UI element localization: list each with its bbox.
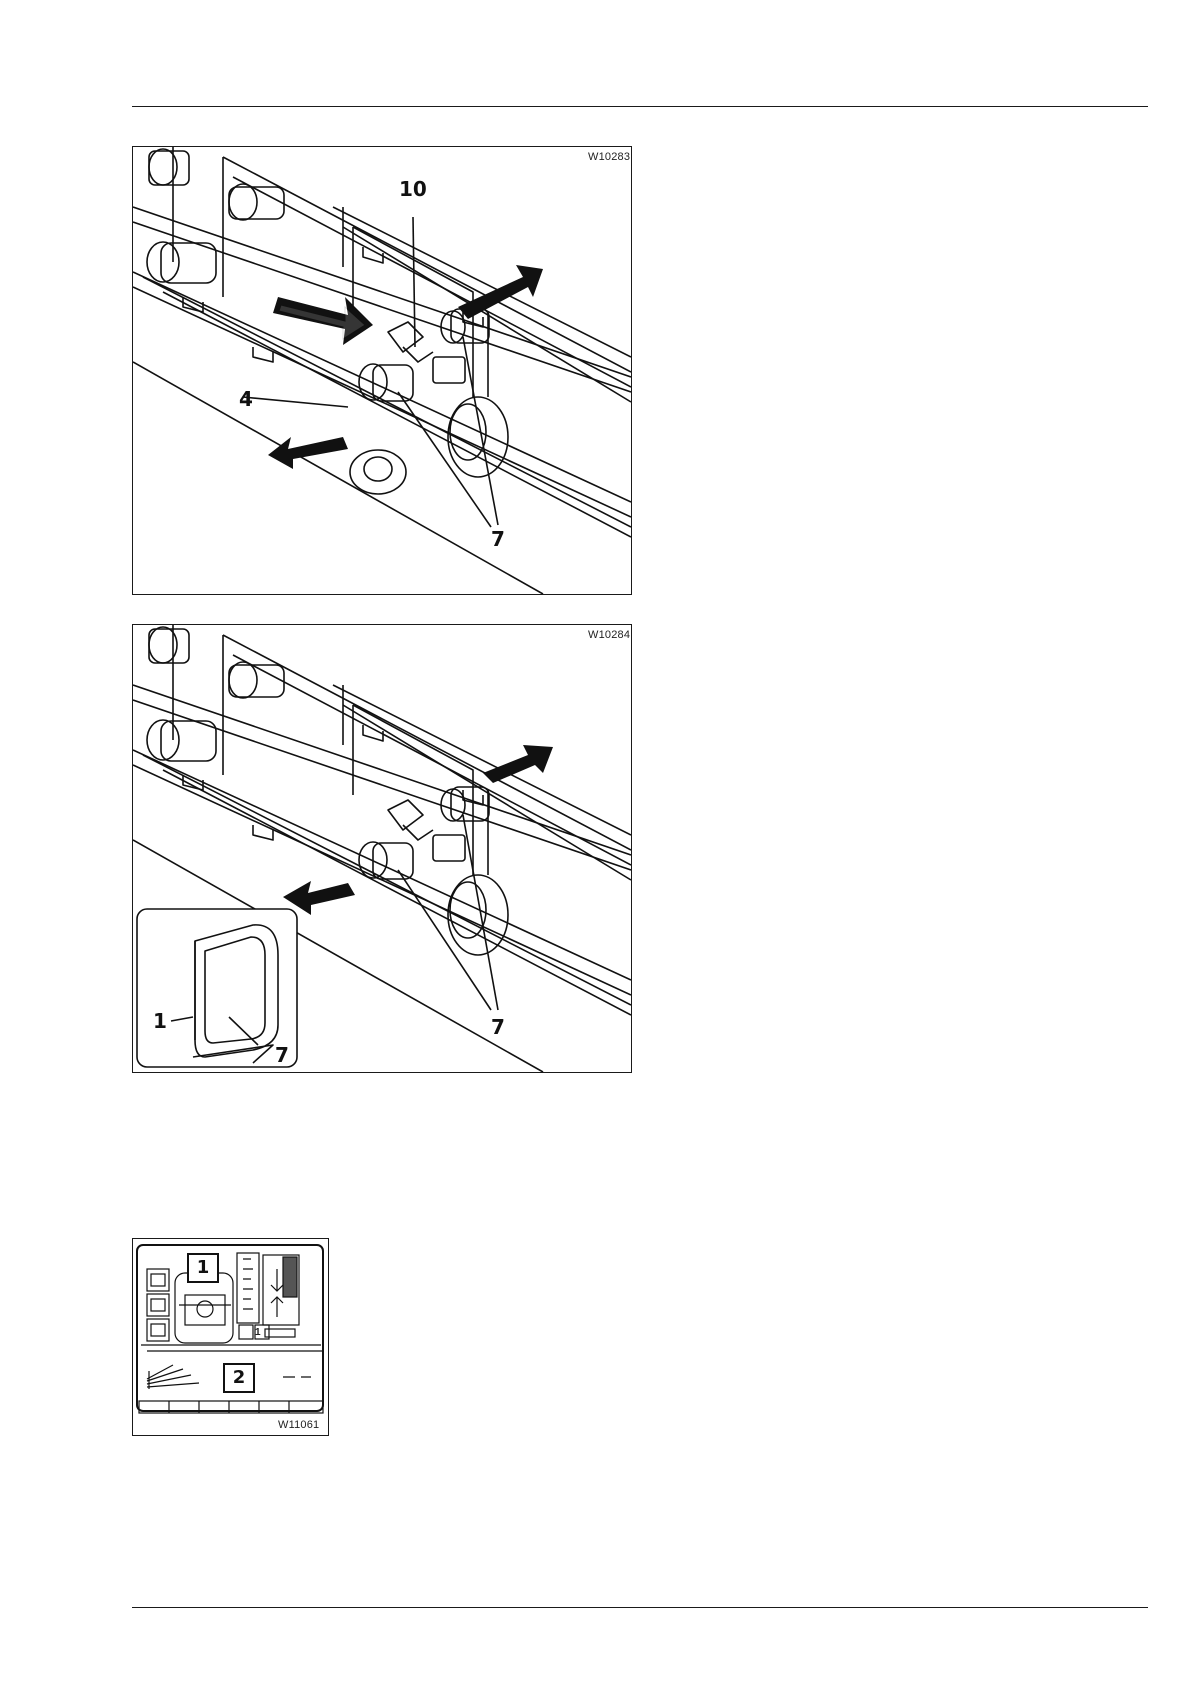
display-flag: 1 — [255, 1327, 261, 1338]
callout-7: 7 — [491, 527, 505, 551]
figure-w10283: W10283 10 4 7 — [132, 146, 632, 595]
figure-code: W11061 — [278, 1419, 319, 1431]
callout-7: 7 — [491, 1015, 505, 1039]
header-rule — [132, 106, 1148, 107]
callout-4: 4 — [239, 387, 253, 411]
inset-callout-7: 7 — [275, 1043, 289, 1067]
figure-w10284: W10284 7 1 7 — [132, 624, 632, 1073]
display-screen-illustration — [133, 1239, 328, 1435]
display-callout-2: 2 — [223, 1363, 255, 1393]
telescope-illustration-2 — [133, 625, 631, 1072]
inset-callout-1: 1 — [153, 1009, 167, 1033]
figure-w11061: 1 2 W11061 1 — [132, 1238, 329, 1436]
figure-code: W10284 — [588, 629, 630, 641]
figure-code: W10283 — [588, 151, 630, 163]
telescope-illustration-1 — [133, 147, 631, 594]
display-callout-1: 1 — [187, 1253, 219, 1283]
footer-rule — [132, 1607, 1148, 1608]
callout-10: 10 — [399, 177, 427, 201]
